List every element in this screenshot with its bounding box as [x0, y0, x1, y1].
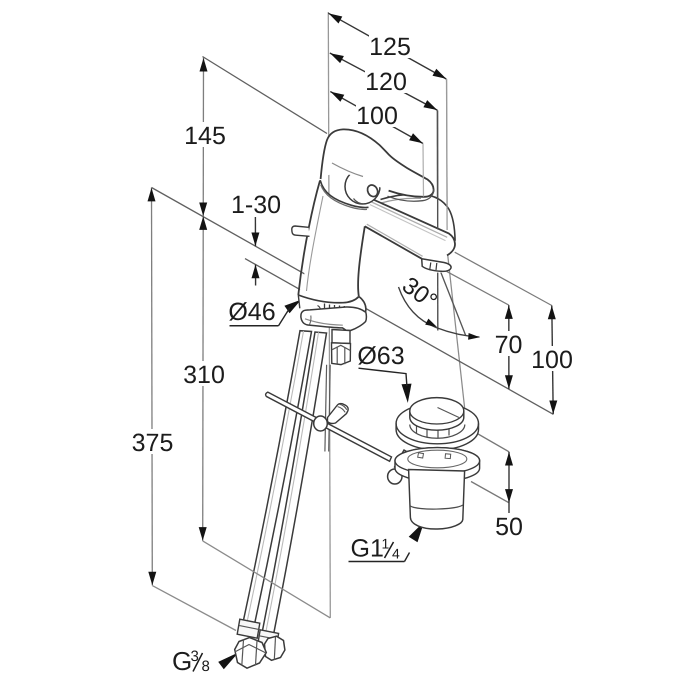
svg-text:4: 4 — [392, 546, 400, 562]
svg-text:70: 70 — [495, 331, 523, 359]
svg-text:3: 3 — [190, 648, 198, 665]
svg-text:G: G — [172, 646, 192, 676]
svg-text:375: 375 — [132, 429, 174, 457]
svg-text:120: 120 — [365, 68, 407, 96]
svg-text:G1: G1 — [350, 535, 383, 563]
svg-text:100: 100 — [531, 346, 573, 374]
svg-text:50: 50 — [495, 513, 523, 541]
svg-text:100: 100 — [356, 102, 398, 130]
svg-text:1: 1 — [381, 536, 389, 552]
svg-text:8: 8 — [201, 658, 209, 675]
svg-text:310: 310 — [183, 361, 225, 389]
svg-text:Ø46: Ø46 — [228, 298, 275, 326]
svg-text:Ø63: Ø63 — [357, 342, 404, 370]
svg-text:1-30: 1-30 — [231, 191, 281, 219]
svg-text:125: 125 — [369, 33, 411, 61]
svg-text:145: 145 — [184, 122, 226, 150]
